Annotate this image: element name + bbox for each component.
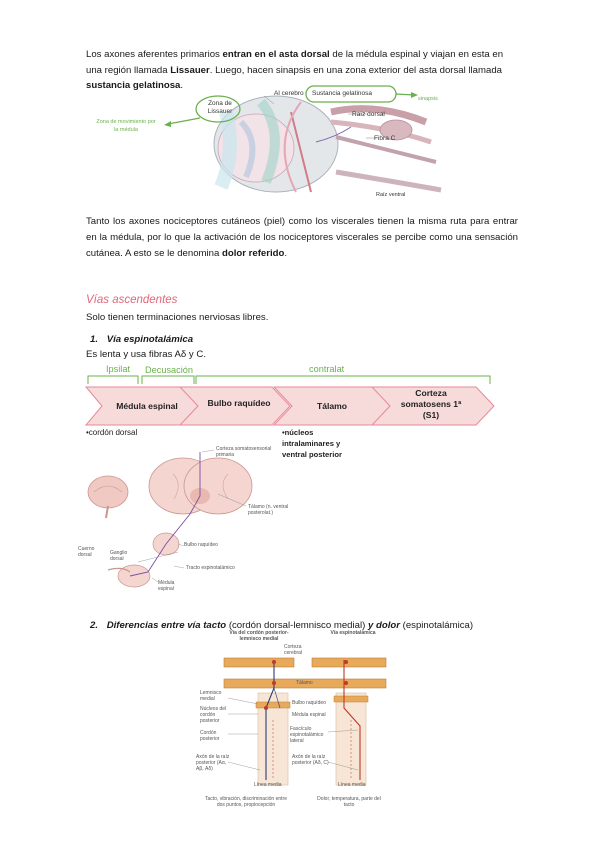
item2-title-tacto: Diferencias entre vía tacto bbox=[106, 620, 227, 631]
item1-title: Vía espinotalámica bbox=[106, 334, 194, 345]
label-sinapsis: sinapsis bbox=[418, 96, 438, 102]
item1-heading: 1. Vía espinotalámica bbox=[90, 334, 193, 345]
label-nucleos-cordon: Núcleos del cordón posterior bbox=[200, 706, 227, 724]
figure-tacto-dolor: Vía del cordón posterior-lemnisco medial… bbox=[188, 630, 398, 820]
intro-paragraph: Los axones aferentes primarios entran en… bbox=[86, 49, 504, 91]
caption-tacto: Tacto, vibración, discriminación entre d… bbox=[205, 796, 287, 808]
label-fasciculo-espinotalamico: Fascículo espinotalámico lateral bbox=[290, 726, 324, 744]
item2-heading: 2. Diferencias entre vía tacto (cordón d… bbox=[90, 620, 473, 631]
label-axon-der: Axón de la raíz posterior (Aδ, C) bbox=[292, 754, 329, 766]
figure-dorsal-horn: Zona de Lissauer Al cerebro Sustancia ge… bbox=[96, 82, 516, 212]
label-bulbo-fig2: Bulbo raquídeo bbox=[184, 542, 218, 548]
label-medula-fig2: Médula espinal bbox=[158, 580, 175, 592]
label-bulbo-fig3: Bulbo raquídeo bbox=[292, 700, 326, 706]
item2-note-dolor: (espinotalámica) bbox=[402, 620, 474, 631]
label-al-cerebro: Al cerebro bbox=[274, 90, 304, 97]
label-zona-movimiento: Zona de movimiento por la médula bbox=[96, 119, 156, 133]
label-talamo-fig2: Tálamo (n. ventral posterolat.) bbox=[248, 504, 289, 516]
label-medula-fig3: Médula espinal bbox=[292, 712, 326, 718]
label-lemnisco-medial: Lemnisco medial bbox=[200, 690, 222, 702]
label-via-espino: Vía espinotalámica bbox=[330, 630, 376, 636]
referred-pain-paragraph: Tanto los axones nociceptores cutáneos (… bbox=[86, 216, 518, 259]
flow-note-left: •cordón dorsal bbox=[86, 428, 138, 437]
flow-step-corteza: Corteza somatosens 1ª (S1) bbox=[400, 388, 462, 420]
item2-note-tacto: (cordón dorsal-lemnisco medial) bbox=[228, 620, 366, 631]
label-linea-media-izq: Línea media bbox=[254, 782, 282, 788]
label-fibra-c: Fibra C bbox=[374, 135, 396, 142]
label-raiz-ventral: Raíz ventral bbox=[376, 192, 406, 198]
flow-note-right: •núcleos intralaminares y ventral poster… bbox=[282, 428, 342, 459]
section-title: Vías ascendentes bbox=[86, 294, 178, 306]
label-axon-izq: Axón de la raíz posterior (Aα, Aβ, Aδ) bbox=[196, 754, 230, 772]
label-via-cordon: Vía del cordón posterior-lemnisco medial bbox=[229, 630, 289, 642]
figure-spinothalamic: Corteza somatosensorial primaria Tálamo … bbox=[78, 444, 308, 600]
item1-desc: Es lenta y usa fibras Aδ y C. bbox=[86, 349, 206, 360]
flow-chevrons bbox=[84, 386, 495, 426]
item1-number: 1. bbox=[90, 334, 99, 345]
spinothalamic-illustration bbox=[87, 449, 253, 588]
flow-label-contralat: contralat bbox=[309, 364, 345, 374]
label-zona-lissauer: Zona de Lissauer bbox=[207, 100, 233, 115]
caption-dolor: Dolor, temperatura, parte del tacto bbox=[317, 796, 381, 808]
flow-step-talamo: Tálamo bbox=[316, 401, 348, 411]
flow-step-medula: Médula espinal bbox=[116, 401, 178, 411]
flow-label-decusacion: Decusación bbox=[145, 365, 194, 375]
pathways-comparison-illustration bbox=[223, 657, 387, 786]
label-linea-media-der: Línea media bbox=[338, 782, 366, 788]
label-talamo-fig3: Tálamo bbox=[296, 680, 313, 686]
label-tracto-espinotalamico: Tracto espinotalámico bbox=[186, 565, 235, 571]
label-cuerno-dorsal: Cuerno dorsal bbox=[78, 546, 95, 558]
label-raiz-dorsal: Raíz dorsal bbox=[352, 111, 385, 118]
item2-number: 2. bbox=[90, 620, 99, 631]
label-cordon-posterior: Cordón posterior bbox=[200, 730, 220, 742]
label-sustancia-gelatinosa: Sustancia gelatinosa bbox=[312, 90, 372, 97]
label-corteza-somatosensorial: Corteza somatosensorial primaria bbox=[216, 446, 272, 458]
label-corteza-cerebral: Corteza cerebral bbox=[284, 644, 303, 656]
flow-brackets bbox=[87, 375, 491, 384]
section-subtitle: Solo tienen terminaciones nerviosas libr… bbox=[86, 312, 269, 323]
label-ganglio-dorsal: Ganglio dorsal bbox=[110, 550, 128, 562]
flow-step-bulbo: Bulbo raquídeo bbox=[207, 398, 271, 408]
item2-title-dolor: y dolor bbox=[367, 620, 400, 631]
flow-label-ipsilat: Ipsilat bbox=[106, 364, 131, 374]
spinal-cord-illustration bbox=[164, 85, 442, 193]
